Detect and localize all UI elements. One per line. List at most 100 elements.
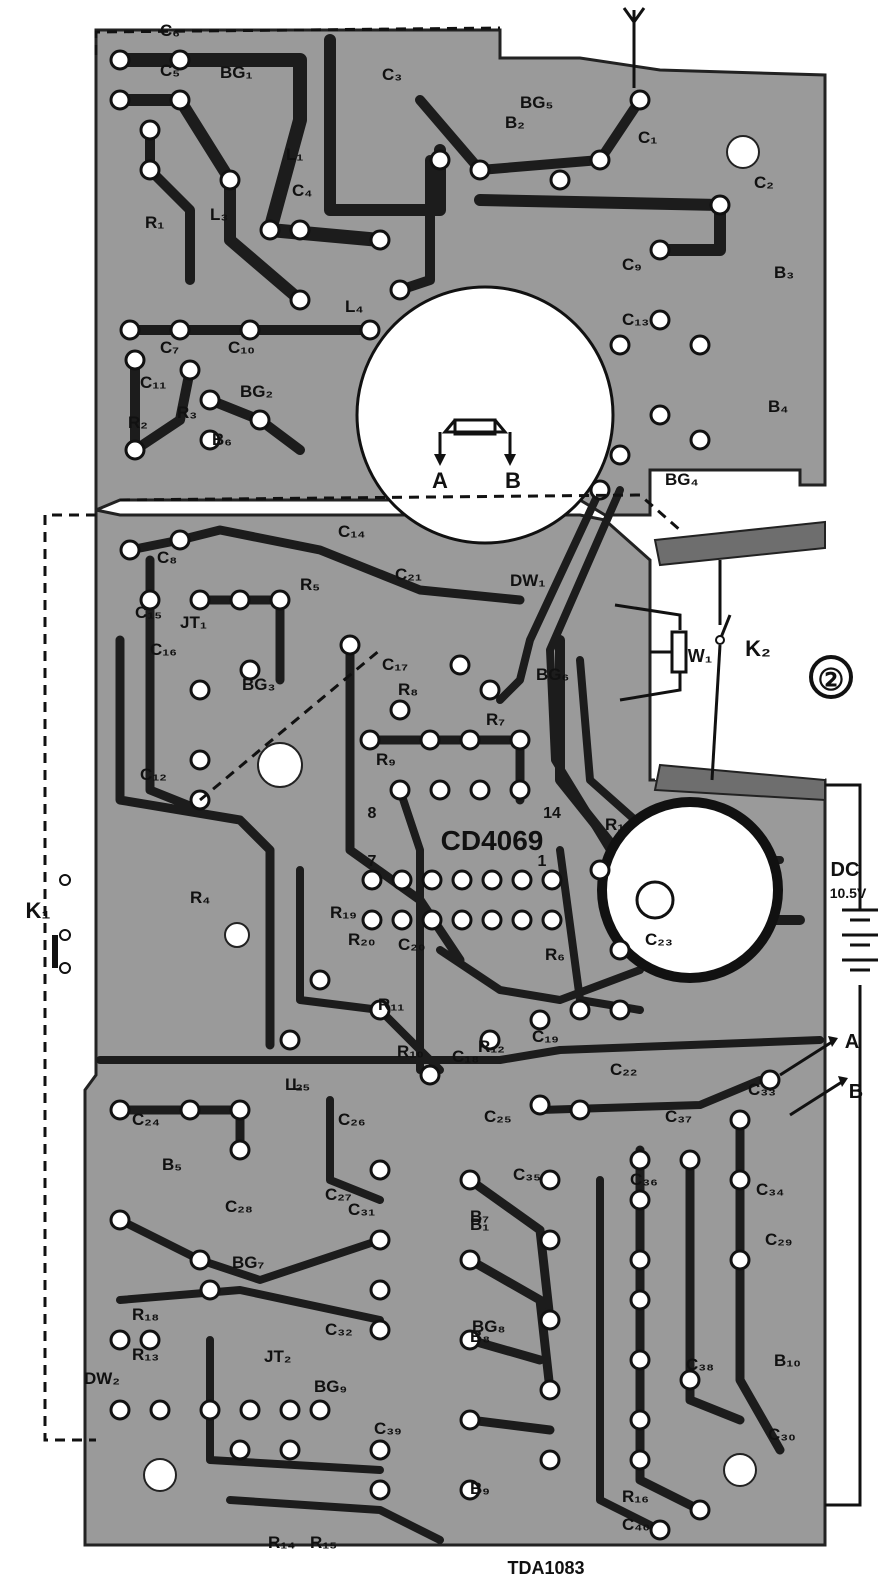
dashed-link-bg3 — [199, 648, 381, 802]
component-label: C₁₈ — [452, 1047, 479, 1066]
component-label: C₃ — [382, 65, 402, 84]
component-label: BG₈ — [472, 1317, 505, 1336]
component-label: C₁₁ — [140, 373, 166, 392]
component-label: R₁ — [145, 213, 164, 232]
component-label: B₈ — [470, 1327, 490, 1346]
component-label: R₈ — [398, 680, 418, 699]
component-label: BG₄ — [665, 470, 699, 489]
component-label: R₆ — [545, 945, 565, 964]
component-label: DW₂ — [84, 1369, 120, 1388]
component-label: R₇ — [486, 710, 505, 729]
component-label: C₉ — [622, 255, 642, 274]
component-label: L₃ — [210, 205, 228, 224]
mount-hole — [257, 742, 303, 788]
component-label: C₁ — [638, 128, 657, 147]
component-label: C₅ — [160, 61, 180, 80]
component-label: C₈ — [157, 548, 177, 567]
solder-pads — [109, 49, 781, 1541]
footer-code: TDA1083 — [507, 1558, 584, 1578]
component-label: C₂ — [754, 173, 774, 192]
component-label: BG₉ — [314, 1377, 347, 1396]
component-label: R₁₀ — [397, 1042, 424, 1061]
component-label: C₃₁ — [348, 1200, 375, 1219]
ic-pin-1: 1 — [538, 853, 547, 870]
component-label: BG₆ — [536, 665, 569, 684]
component-label: B₁₀ — [774, 1351, 801, 1370]
ic-pin-8: 8 — [368, 805, 377, 822]
component-label: C₁₂ — [140, 765, 167, 784]
switch-k1-icon — [52, 874, 71, 974]
ic-pin-7: 7 — [368, 853, 377, 870]
component-label: B₂ — [505, 113, 525, 132]
component-label: C₂₉ — [765, 1230, 792, 1249]
component-label: B₁ — [470, 1215, 489, 1234]
component-label: B₃ — [774, 263, 794, 282]
component-label: C₂₅ — [484, 1107, 512, 1126]
mount-hole — [143, 1458, 177, 1492]
component-label: C₄₀ — [622, 1515, 650, 1534]
external-terminal-a: A — [845, 1031, 859, 1053]
potentiometer-w1-icon — [614, 603, 688, 702]
component-label: BG₁ — [220, 63, 253, 82]
terminal-arrows — [779, 1036, 848, 1117]
component-label: C₁₄ — [338, 522, 365, 541]
component-label: C₁₅ — [135, 603, 162, 622]
speaker-terminal-a: A — [432, 468, 448, 493]
component-label: R₁₉ — [330, 903, 357, 922]
component-label: L₁ — [286, 145, 303, 164]
figure-number: ② — [818, 664, 845, 697]
pcb-board — [94, 28, 827, 517]
component-label: C₃₂ — [325, 1320, 353, 1339]
component-labels: C₁C₂C₃C₄C₅C₆C₇C₈C₉C₁₀C₁₁C₁₂C₁₃C₁₄C₁₅C₁₆C… — [84, 21, 801, 1552]
speaker-cutout — [355, 285, 615, 545]
component-label: BG₂ — [240, 382, 273, 401]
switch-k1-label: K₁ — [26, 898, 51, 923]
dashed-outline-top — [94, 26, 501, 55]
component-label: R₁₆ — [622, 1487, 649, 1506]
speaker-icon — [434, 418, 516, 466]
external-terminal-b: B — [849, 1081, 863, 1103]
component-label: R₂₀ — [348, 930, 376, 949]
power-label: DC — [831, 859, 860, 881]
component-label: JT₁ — [180, 613, 207, 632]
component-label: C₁₆ — [150, 640, 177, 659]
component-label: BG₃ — [242, 675, 275, 694]
component-label: C₃₉ — [374, 1419, 402, 1438]
component-label: R₁₄ — [268, 1533, 295, 1552]
switch-k2-label: K₂ — [745, 636, 771, 661]
mount-hole — [726, 135, 760, 169]
component-label: R₄ — [190, 888, 210, 907]
component-label: C₁₉ — [532, 1027, 559, 1046]
component-label: C₃₈ — [686, 1355, 714, 1374]
mount-hole — [224, 922, 250, 948]
pot-w1-label: W₁ — [688, 646, 712, 666]
tuning-capacitor-cutout — [597, 797, 783, 983]
component-label: R₁₁ — [378, 995, 404, 1014]
power-wiring — [825, 783, 878, 1507]
component-label: C₂₈ — [225, 1197, 253, 1216]
component-label: B₉ — [470, 1479, 490, 1498]
component-label: C₂₄ — [132, 1110, 160, 1129]
component-label: B₄ — [768, 397, 788, 416]
component-label: C₆ — [160, 21, 180, 40]
figure-number-circle — [809, 655, 853, 699]
component-label: B₇ — [470, 1207, 489, 1226]
component-label: C₂₃ — [645, 930, 673, 949]
component-label: C₂₇ — [325, 1185, 352, 1204]
component-label: C₃₅ — [513, 1165, 541, 1184]
switch-k2-icon — [710, 560, 732, 781]
component-label: C₃₆ — [630, 1170, 658, 1189]
mount-hole — [723, 1453, 757, 1487]
switch-contact-bottom — [653, 763, 826, 802]
component-label: L₅ — [292, 1075, 310, 1094]
component-label: DW₁ — [510, 571, 545, 590]
component-label: C₇ — [160, 338, 179, 357]
component-label: R₁₂ — [478, 1037, 505, 1056]
component-label: C₁₀ — [228, 338, 255, 357]
component-label: R₂ — [128, 413, 148, 432]
component-label: R₃ — [177, 403, 197, 422]
component-label: C₂₂ — [610, 1060, 637, 1079]
ic-label: CD4069 — [441, 825, 544, 856]
component-label: C₂₆ — [338, 1110, 366, 1129]
